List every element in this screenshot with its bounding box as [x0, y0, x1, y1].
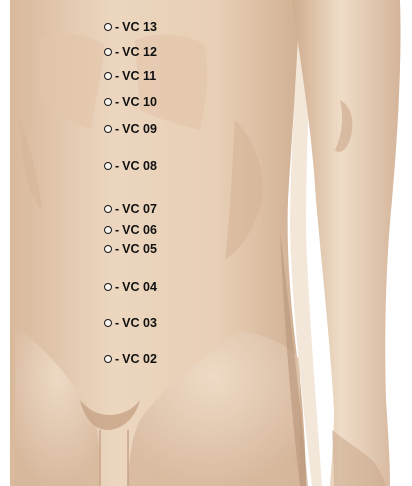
- point-marker-icon: [104, 162, 112, 170]
- point-marker-icon: [104, 355, 112, 363]
- acupoint-vc03[interactable]: -VC 03: [104, 316, 157, 330]
- acupoint-vc05[interactable]: -VC 05: [104, 242, 157, 256]
- point-label: VC 10: [122, 95, 157, 109]
- acupoint-vc11[interactable]: -VC 11: [104, 69, 156, 83]
- point-marker-icon: [104, 72, 112, 80]
- point-marker-icon: [104, 226, 112, 234]
- point-marker-icon: [104, 319, 112, 327]
- point-marker-icon: [104, 205, 112, 213]
- acupoint-vc12[interactable]: -VC 12: [104, 45, 157, 59]
- acupoint-vc04[interactable]: -VC 04: [104, 280, 157, 294]
- point-label: VC 08: [122, 159, 157, 173]
- acupoint-vc10[interactable]: -VC 10: [104, 95, 157, 109]
- acupoint-vc13[interactable]: -VC 13: [104, 20, 157, 34]
- acupoint-vc06[interactable]: -VC 06: [104, 223, 157, 237]
- point-label: VC 07: [122, 202, 157, 216]
- point-label: VC 06: [122, 223, 157, 237]
- point-marker-icon: [104, 283, 112, 291]
- acupoint-vc02[interactable]: -VC 02: [104, 352, 157, 366]
- point-label: VC 13: [122, 20, 157, 34]
- point-marker-icon: [104, 245, 112, 253]
- acupoint-vc09[interactable]: -VC 09: [104, 122, 157, 136]
- point-marker-icon: [104, 23, 112, 31]
- point-label: VC 05: [122, 242, 157, 256]
- point-marker-icon: [104, 125, 112, 133]
- acupoint-vc08[interactable]: -VC 08: [104, 159, 157, 173]
- point-label: VC 04: [122, 280, 157, 294]
- acupoint-vc07[interactable]: -VC 07: [104, 202, 157, 216]
- point-label: VC 11: [122, 69, 156, 83]
- point-label: VC 12: [122, 45, 157, 59]
- point-marker-icon: [104, 48, 112, 56]
- point-label: VC 09: [122, 122, 157, 136]
- point-label: VC 03: [122, 316, 157, 330]
- point-marker-icon: [104, 98, 112, 106]
- point-label: VC 02: [122, 352, 157, 366]
